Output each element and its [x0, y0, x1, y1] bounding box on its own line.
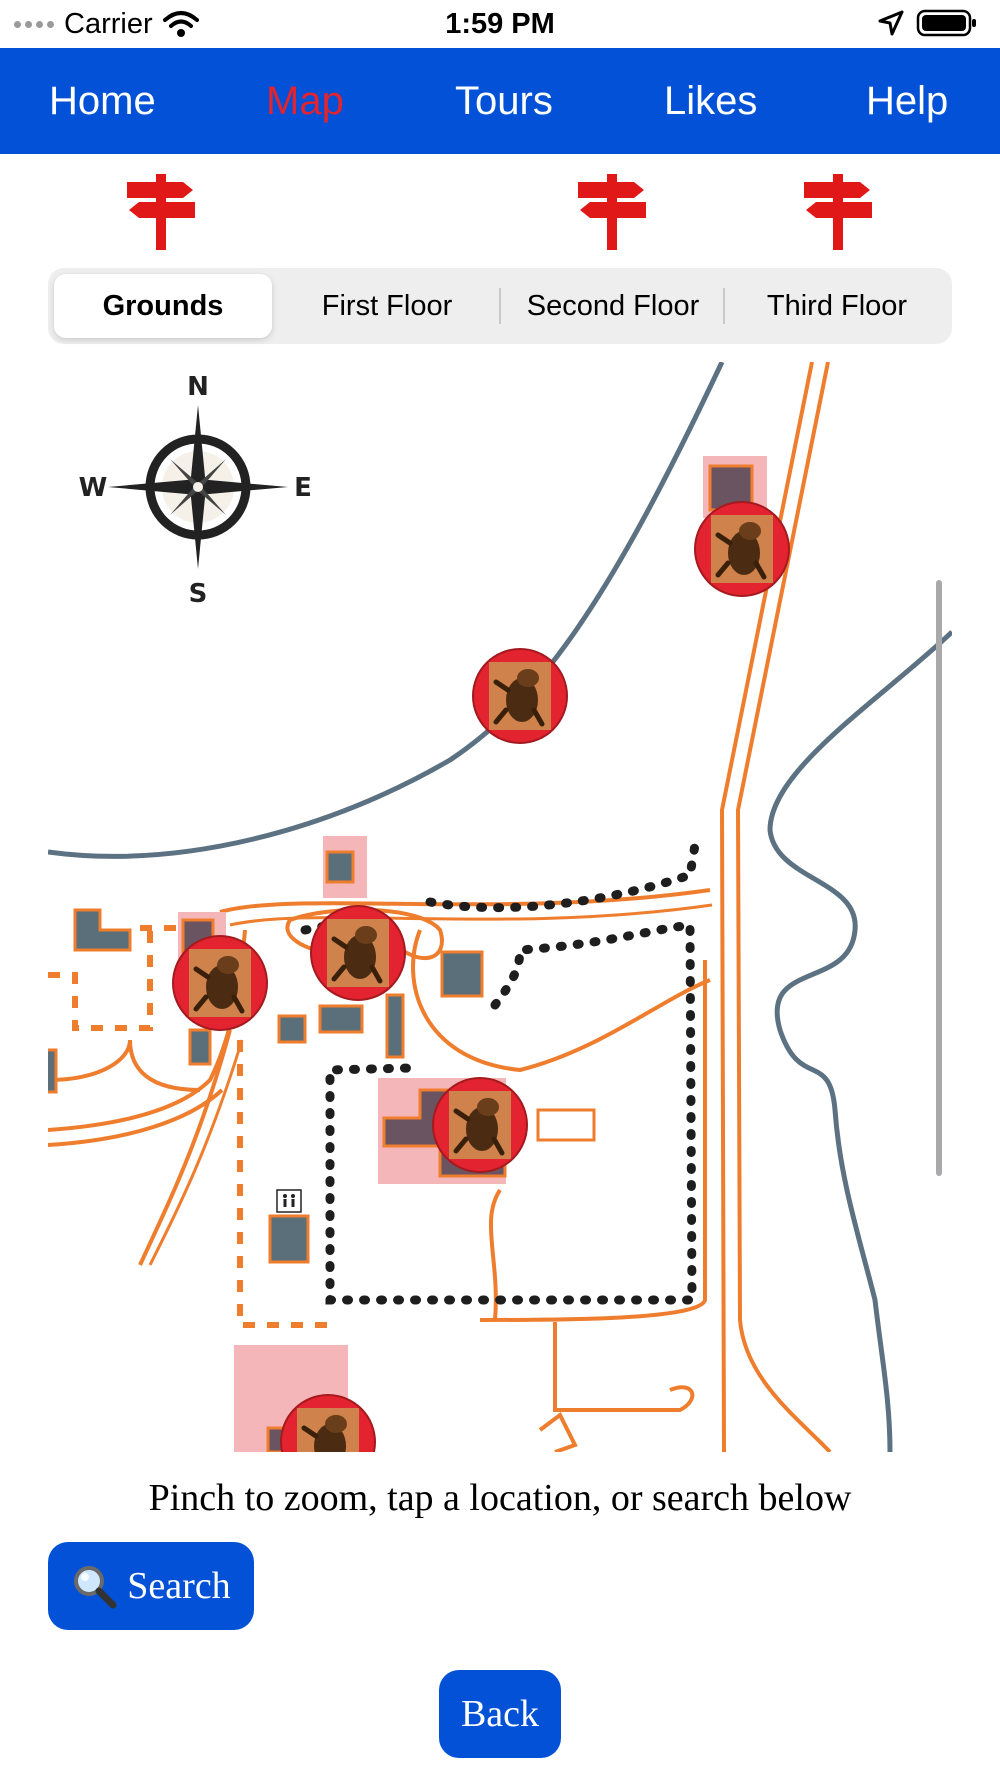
- frog-photo-icon: [489, 662, 551, 730]
- floor-selector: Grounds First Floor Second Floor Third F…: [48, 268, 952, 344]
- floor-tab-grounds[interactable]: Grounds: [54, 274, 272, 338]
- location-marker[interactable]: [472, 648, 568, 744]
- map-drawing: N S E W: [48, 362, 952, 1452]
- frog-photo-icon: [449, 1091, 511, 1159]
- status-right: [878, 8, 978, 38]
- frog-photo-icon: [297, 1408, 359, 1452]
- back-button[interactable]: Back: [439, 1670, 561, 1758]
- frog-photo-icon: [711, 515, 773, 583]
- map-scrollbar[interactable]: [936, 580, 942, 1176]
- status-bar: Carrier 1:59 PM: [0, 0, 1000, 48]
- wifi-icon: [162, 11, 199, 37]
- frog-photo-icon: [327, 919, 389, 987]
- magnifier-icon: [74, 1566, 117, 1609]
- carrier-label: Carrier: [64, 7, 153, 40]
- site-map[interactable]: N S E W: [48, 362, 952, 1452]
- signal-dots-icon: [14, 20, 54, 28]
- top-nav-bar: Home Map Tours Likes Help: [0, 48, 1000, 154]
- location-marker[interactable]: [172, 935, 268, 1031]
- carrier-area: Carrier: [14, 6, 199, 42]
- floor-tab-second[interactable]: Second Floor: [526, 290, 700, 322]
- compass-west: W: [79, 473, 108, 503]
- map-hint-text: Pinch to zoom, tap a location, or search…: [148, 1477, 852, 1519]
- location-marker[interactable]: [310, 905, 406, 1001]
- nav-help[interactable]: Help: [866, 79, 949, 123]
- restroom-icon: [276, 1189, 302, 1213]
- compass-south: S: [189, 579, 208, 609]
- back-label: Back: [460, 1693, 540, 1735]
- nav-tours[interactable]: Tours: [455, 79, 553, 123]
- location-marker[interactable]: [280, 1394, 376, 1452]
- floor-tab-third[interactable]: Third Floor: [766, 290, 908, 322]
- signpost-icon[interactable]: [572, 172, 652, 252]
- nav-likes[interactable]: Likes: [664, 79, 758, 123]
- search-button[interactable]: Search: [48, 1542, 254, 1630]
- compass-north: N: [187, 372, 209, 402]
- location-marker[interactable]: [694, 501, 790, 597]
- nav-map[interactable]: Map: [266, 79, 344, 123]
- clock: 1:59 PM: [445, 8, 555, 40]
- location-marker[interactable]: [432, 1077, 528, 1173]
- segment-divider: [723, 288, 725, 324]
- nav-home[interactable]: Home: [49, 79, 156, 123]
- signpost-icon[interactable]: [121, 172, 201, 252]
- location-arrow-icon: [878, 10, 904, 36]
- floor-tab-first[interactable]: First Floor: [321, 290, 453, 322]
- compass-rose: N S E W: [79, 372, 312, 609]
- battery-icon: [916, 9, 976, 37]
- search-label: Search: [127, 1565, 231, 1607]
- signpost-icon[interactable]: [798, 172, 878, 252]
- frog-photo-icon: [189, 949, 251, 1017]
- segment-divider: [499, 288, 501, 324]
- compass-east: E: [294, 473, 312, 503]
